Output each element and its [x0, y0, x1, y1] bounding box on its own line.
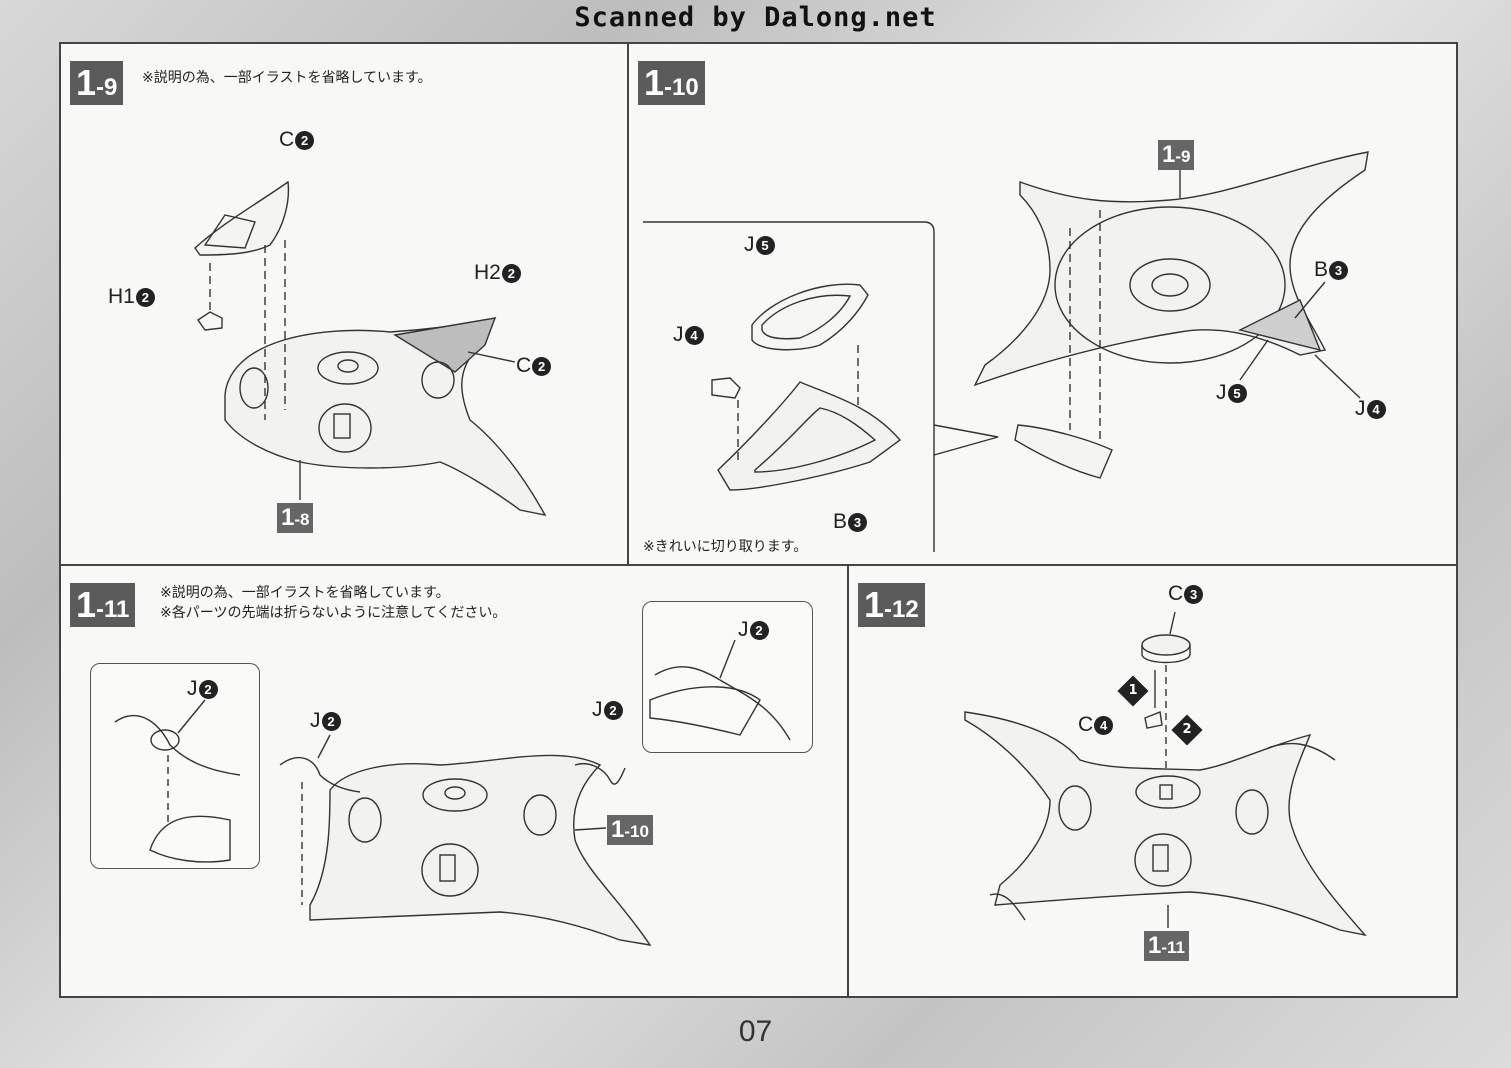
step-1-11-note-1: ※説明の為、一部イラストを省略しています。 [160, 585, 450, 601]
part-h1-shape [197, 311, 223, 331]
step-badge-1-12: 1-12 [858, 583, 925, 627]
part-detached-wing [1014, 424, 1113, 479]
part-b3-shape [717, 381, 902, 491]
page-number: 07 [738, 1015, 773, 1048]
step-badge-1-11: 1-11 [70, 583, 136, 627]
step-1-10-note: ※きれいに切り取ります。 [643, 539, 808, 555]
part-j5-shape [751, 283, 869, 351]
part-j4-shape [711, 377, 741, 399]
part-c3-shape [1141, 634, 1191, 664]
j2-inset-left-art [114, 715, 241, 863]
scan-watermark-header: Scanned by Dalong.net [574, 2, 937, 33]
step-badge-1-9: 1-9 [70, 61, 124, 105]
saucer-body-1-12 [964, 711, 1367, 937]
step-1-11-note-2: ※各パーツの先端は折らないように注意してください。 [160, 605, 507, 621]
wing-part-c2 [194, 180, 290, 256]
j2-inset-right-art [649, 666, 791, 741]
saucer-body-1-9 [224, 316, 547, 516]
ref-badge-1-11: 1-11 [1144, 931, 1189, 961]
saucer-body-1-11 [309, 754, 652, 946]
step-1-9-note: ※説明の為、一部イラストを省略しています。 [142, 70, 432, 86]
detail-inset-right [642, 601, 813, 753]
part-c4-shape [1144, 711, 1163, 729]
ref-badge-1-8: 1-8 [277, 503, 314, 533]
ref-badge-1-10: 1-10 [607, 815, 653, 845]
detail-inset-left [90, 663, 260, 869]
step-badge-1-10: 1-10 [638, 61, 705, 105]
saucer-underside-1-10 [973, 151, 1369, 387]
ref-badge-1-9: 1-9 [1158, 140, 1195, 170]
